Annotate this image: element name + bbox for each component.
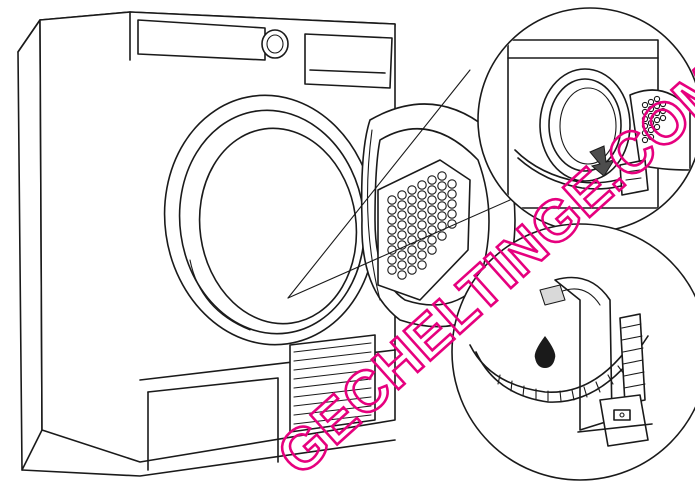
detail-circle-bottom xyxy=(452,224,695,480)
vent-grille xyxy=(290,335,375,432)
detail-circle-top xyxy=(478,8,695,232)
